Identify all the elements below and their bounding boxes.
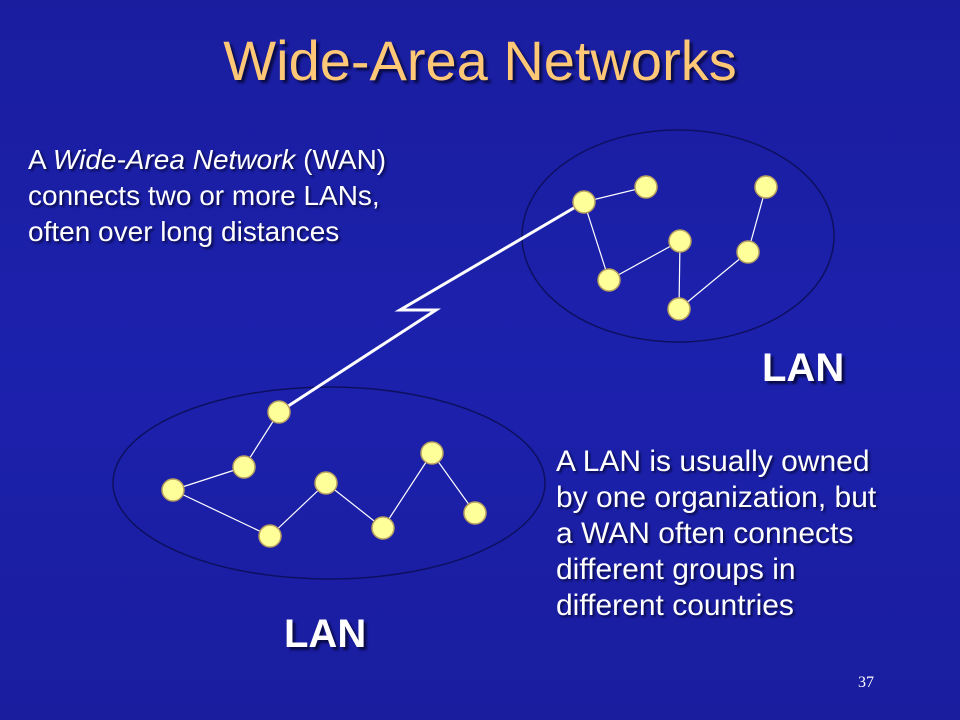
wan-description-line-3: often over long distances <box>28 216 340 247</box>
lan-description-line-5: different countries <box>556 589 794 622</box>
top-lan-node <box>572 190 596 214</box>
wan-after-term: (WAN) <box>295 144 387 175</box>
top-lan-nodes <box>572 175 778 321</box>
lan-description-line-1: A LAN is usually owned <box>556 445 870 478</box>
wan-description: A Wide-Area Network (WAN) connects two o… <box>28 142 528 250</box>
top-lan-node <box>597 268 621 292</box>
wan-lead: A <box>28 144 53 175</box>
bottom-lan-node <box>161 478 185 502</box>
bottom-lan-link <box>431 452 476 514</box>
top-lan-ellipse <box>521 129 835 343</box>
bottom-lan-nodes <box>161 400 487 548</box>
bottom-lan-link <box>172 489 271 537</box>
top-lan-node <box>667 297 691 321</box>
bottom-lan-node <box>371 516 395 540</box>
top-lan-node <box>634 175 658 199</box>
bottom-lan-link <box>325 482 384 529</box>
wan-description-line-1: A Wide-Area Network (WAN) <box>28 142 528 178</box>
bottom-lan-node <box>232 455 256 479</box>
wan-description-line-2: connects two or more LANs, <box>28 180 380 211</box>
lan-description-line-2: by one organization, but <box>556 481 877 514</box>
bottom-lan-node <box>314 471 338 495</box>
bottom-lan-ellipse <box>112 386 546 580</box>
lan-description-line-4: different groups in <box>556 553 796 586</box>
lan-description: A LAN is usually owned by one organizati… <box>556 444 960 624</box>
lan-description-line-3: a WAN often connects <box>556 517 854 550</box>
wan-lightning-link <box>278 200 585 414</box>
top-lan-link <box>583 201 610 281</box>
top-lan-node <box>668 229 692 253</box>
bottom-lan-link <box>382 452 433 529</box>
lan-label-bottom: LAN <box>284 612 367 656</box>
bottom-lan-node <box>420 441 444 465</box>
top-lan-node <box>736 240 760 264</box>
lan-label-top: LAN <box>762 346 845 390</box>
slide-title: Wide-Area Networks <box>223 29 737 92</box>
top-lan-link <box>678 251 749 310</box>
bottom-lan-node <box>463 501 487 525</box>
wan-term: Wide-Area Network <box>52 144 296 175</box>
bottom-lan-link <box>269 482 327 537</box>
bottom-lan-link <box>172 466 245 491</box>
page-number: 37 <box>858 674 874 691</box>
top-lan-node <box>754 175 778 199</box>
top-lan-link <box>608 240 681 281</box>
bottom-lan-node <box>267 400 291 424</box>
bottom-lan-node <box>258 524 282 548</box>
